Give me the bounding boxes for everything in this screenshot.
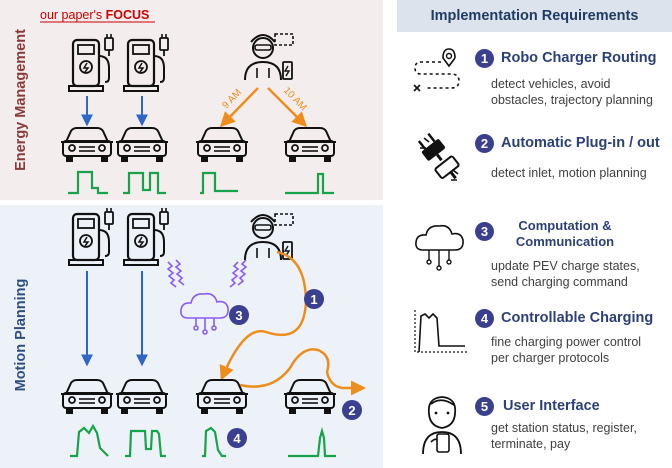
- number-badge: 4: [475, 309, 494, 328]
- requirement-title: Robo Charger Routing: [501, 50, 657, 66]
- robot-route-arrow: [239, 348, 366, 396]
- requirement-item: 3 Computation &Communication update PEV …: [397, 212, 672, 292]
- wireless-signal: [166, 261, 177, 288]
- charging-profile: [285, 172, 334, 195]
- requirements-header: Implementation Requirements: [397, 0, 672, 32]
- cloud-icon: [180, 292, 229, 335]
- charging-profile-icon: [414, 310, 467, 353]
- number-badge: 1: [475, 49, 494, 68]
- step-badge-3: 3: [229, 305, 249, 325]
- charging-profile: [68, 170, 108, 195]
- requirement-item: 1 Robo Charger Routing detect vehicles, …: [397, 40, 672, 110]
- svg-text:3: 3: [235, 308, 242, 323]
- charging-profile: [202, 426, 226, 458]
- wireless-signal: [237, 259, 248, 286]
- charging-profile: [123, 171, 166, 195]
- route-path-icon: [413, 48, 460, 92]
- requirement-desc: get station status, register,terminate, …: [491, 421, 637, 451]
- step-badge-2: 2: [342, 400, 362, 420]
- wireless-signal: [174, 259, 185, 286]
- requirement-title: Computation &Communication: [515, 218, 615, 249]
- cloud-network-icon: [415, 224, 464, 271]
- requirement-item: 2 Automatic Plug-in / out detect inlet, …: [397, 122, 672, 192]
- step-badge-4: 4: [227, 428, 247, 448]
- requirement-title: Automatic Plug-in / out: [501, 135, 660, 151]
- requirements-panel: Implementation Requirements 1 Robo Charg…: [397, 0, 672, 468]
- requirement-item: 4 Controllable Charging fine charging po…: [397, 300, 672, 370]
- requirement-desc: update PEV charge states,send charging c…: [491, 259, 640, 289]
- number-badge: 5: [475, 397, 494, 416]
- requirement-title: User Interface: [503, 398, 600, 414]
- user-phone-icon: [422, 396, 462, 455]
- arrow: [267, 87, 308, 128]
- svg-text:1: 1: [310, 292, 317, 307]
- requirement-item: 5 User Interface get station status, reg…: [397, 388, 672, 464]
- charging-profile: [125, 429, 166, 458]
- charging-profile: [288, 426, 336, 458]
- energy-management-label: Energy Management: [13, 29, 29, 171]
- energy-management-panel: [0, 0, 383, 200]
- wireless-signal: [229, 261, 240, 288]
- robot-route-arrow: [219, 250, 308, 381]
- charging-profile: [70, 423, 109, 458]
- left-diagram: our paper's FOCUS Energy Management Moti…: [0, 0, 383, 468]
- svg-text:2: 2: [348, 403, 355, 418]
- number-badge: 2: [475, 134, 494, 153]
- motion-planning-panel: [0, 205, 383, 468]
- charging-profile: [200, 171, 238, 195]
- plug-icon: [417, 132, 460, 181]
- svg-text:4: 4: [233, 431, 241, 446]
- step-badge-1: 1: [304, 289, 324, 309]
- arrow: [219, 87, 259, 128]
- requirement-title: Controllable Charging: [501, 310, 654, 326]
- number-badge: 3: [475, 222, 494, 241]
- focus-label: our paper's FOCUS: [40, 8, 149, 22]
- requirement-desc: detect inlet, motion planning: [491, 166, 647, 180]
- motion-planning-label: Motion Planning: [13, 279, 29, 392]
